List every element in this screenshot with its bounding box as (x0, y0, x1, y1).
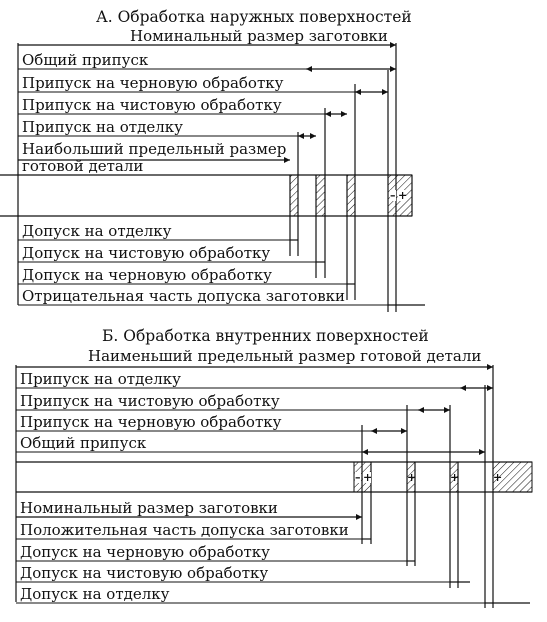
section-a-title: А. Обработка наружных поверхностей (96, 8, 412, 26)
a-label-polish: Припуск на отделку (22, 118, 183, 136)
a-minus-bg (390, 190, 396, 201)
b-rough-plus-sign: + (407, 471, 416, 484)
a-label-tol-finish: Допуск на чистовую обработку (22, 244, 270, 262)
a-label-finish: Припуск на чистовую обработку (22, 96, 282, 114)
b-label-rough: Припуск на черновую обработку (20, 413, 282, 431)
b-label-tol-rough: Допуск на черновую обработку (20, 543, 270, 561)
section-b-title: Б. Обработка внутренних поверхностей (102, 327, 429, 345)
a-plus-bg (398, 190, 406, 201)
b-label-tol-finish: Допуск на чистовую обработку (20, 564, 268, 582)
b-label-tol-polish: Допуск на отделку (20, 585, 170, 603)
b-label-polish: Припуск на отделку (20, 370, 181, 388)
b-zone-part (492, 461, 533, 493)
a-zone-polish-tol (289, 174, 299, 217)
b-plus-bg (363, 472, 371, 483)
b-minus-sign: – (355, 471, 361, 484)
a-label-max-size-1: Наибольший предельный размер (22, 140, 286, 158)
b-zone-rough-tol (406, 461, 416, 493)
b-zone-finish-tol (449, 461, 459, 493)
a-label-tol-blank-neg: Отрицательная часть допуска заготовки (22, 287, 345, 305)
a-label-rough: Припуск на черновую обработку (22, 74, 284, 92)
a-label-tol-rough: Допуск на черновую обработку (22, 266, 272, 284)
a-label-tol-polish: Допуск на отделку (22, 222, 172, 240)
b-label-tol-blank-pos: Положительная часть допуска заготовки (20, 521, 349, 539)
section-a-top-label: Номинальный размер заготовки (130, 27, 388, 45)
section-b-top-label: Наименьший предельный размер готовой дет… (88, 347, 481, 365)
b-label-total: Общий припуск (20, 434, 147, 452)
b-label-nominal-blank: Номинальный размер заготовки (20, 499, 278, 517)
b-plus-sign: + (363, 471, 372, 484)
a-minus-sign: – (390, 189, 396, 202)
a-zone-rough-tol (346, 174, 356, 217)
a-plus-sign: + (398, 189, 407, 202)
section-a: А. Обработка наружных поверхностей Номин… (0, 8, 425, 312)
b-minus-bg (355, 472, 361, 483)
a-zone-finish-tol (315, 174, 326, 217)
a-label-max-size-2: готовой детали (22, 157, 143, 175)
section-b: Б. Обработка внутренних поверхностей Наи… (15, 327, 533, 608)
b-label-finish: Припуск на чистовую обработку (20, 392, 280, 410)
b-finish-plus-sign: + (450, 471, 459, 484)
b-part-plus-sign: + (493, 471, 502, 484)
a-label-total: Общий припуск (22, 51, 149, 69)
